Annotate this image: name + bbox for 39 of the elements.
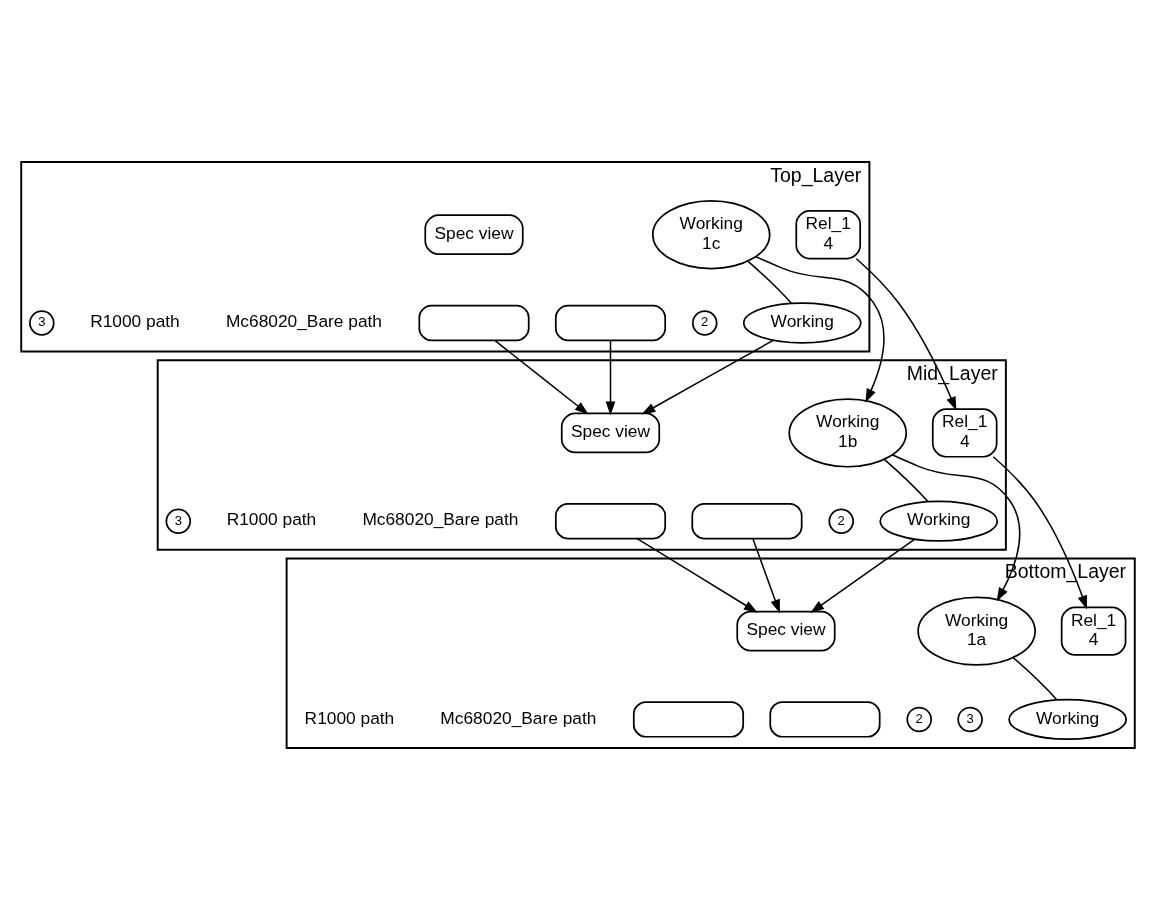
label: R1000 path bbox=[304, 707, 395, 728]
label: 2 bbox=[915, 710, 923, 726]
label: R1000 path bbox=[90, 310, 180, 331]
node-box bbox=[554, 304, 667, 341]
node-box: Spec view bbox=[424, 213, 524, 255]
connector bbox=[883, 458, 929, 502]
label: 3 bbox=[174, 512, 182, 528]
node-box bbox=[691, 502, 803, 539]
label: 2 bbox=[701, 313, 709, 329]
node-box: Spec view bbox=[736, 610, 836, 651]
node-box bbox=[632, 700, 745, 738]
label: R1000 path bbox=[226, 508, 317, 529]
node-ellipse: Working 1c bbox=[651, 199, 771, 269]
connector bbox=[747, 259, 793, 304]
label: Mc68020_Bare path bbox=[362, 508, 519, 529]
arrow bbox=[855, 257, 957, 411]
node-box: Rel_1 4 bbox=[931, 407, 998, 458]
label: 3 bbox=[966, 710, 974, 726]
arrow bbox=[752, 537, 780, 613]
node-ellipse: Working bbox=[742, 301, 862, 344]
arrow bbox=[494, 339, 589, 415]
node-ellipse: Working 1a bbox=[917, 595, 1036, 666]
arrow bbox=[605, 339, 616, 415]
node-box bbox=[418, 304, 530, 341]
arrow bbox=[891, 453, 1021, 602]
label: 3 bbox=[38, 313, 46, 329]
node-ellipse: Working bbox=[1008, 698, 1127, 740]
connector bbox=[1012, 656, 1058, 700]
label: Mc68020_Bare path bbox=[440, 707, 597, 728]
arrow bbox=[754, 255, 885, 403]
node-box bbox=[554, 502, 667, 539]
label: 2 bbox=[837, 512, 845, 528]
node-ellipse: Working 1b bbox=[788, 397, 908, 468]
label: Mc68020_Bare path bbox=[225, 310, 382, 331]
node-box: Spec view bbox=[560, 412, 661, 453]
node-box: Rel_1 4 bbox=[1060, 605, 1127, 656]
node-ellipse: Working bbox=[879, 500, 999, 542]
node-box: Rel_1 4 bbox=[795, 209, 862, 259]
node-box bbox=[769, 700, 881, 738]
